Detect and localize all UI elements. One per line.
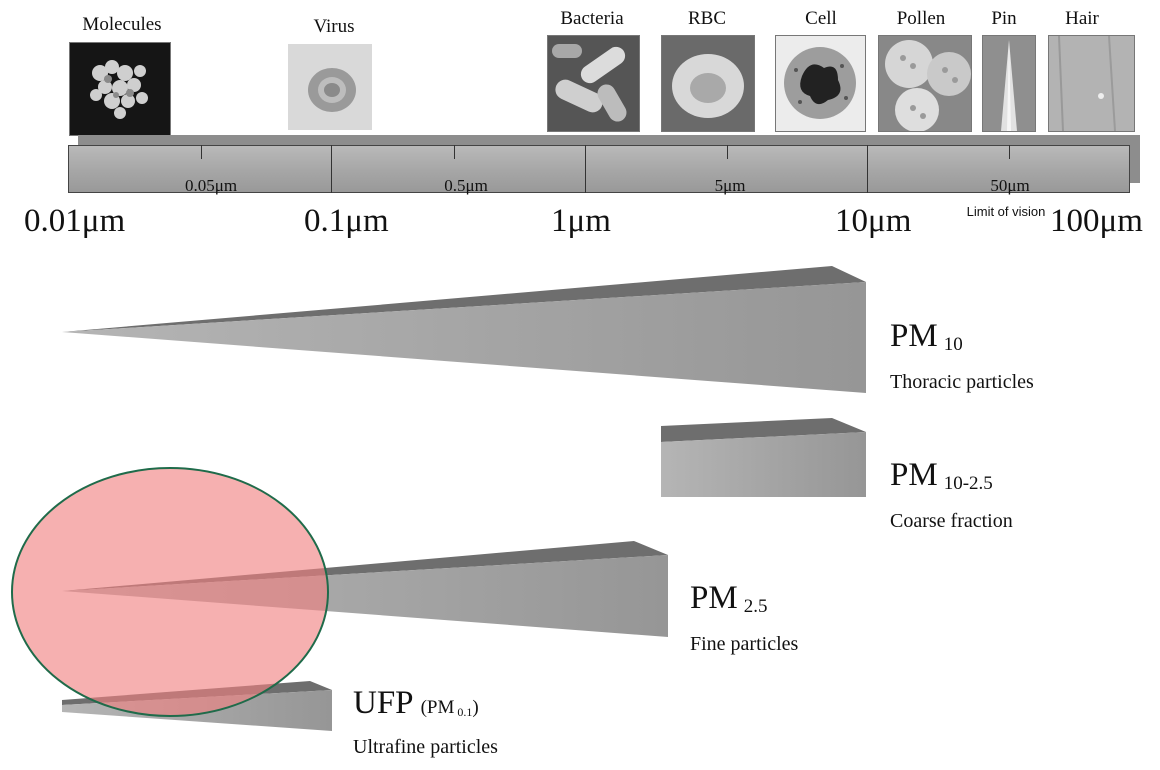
major-label-10: 10μm: [835, 203, 912, 239]
cell-icon: [775, 35, 866, 132]
minor-label-50: 50μm: [990, 176, 1030, 195]
label-rbc: RBC: [687, 8, 727, 29]
hair-icon: [1048, 35, 1135, 132]
minor-label-0.5: 0.5μm: [444, 176, 488, 195]
pm2.5-wedge-front: [62, 555, 668, 637]
ufp-description: Ultrafine particles: [353, 736, 498, 758]
red-blood-cell-icon: [661, 35, 755, 132]
major-label-0.01: 0.01μm: [24, 203, 126, 239]
label-hair: Hair: [1065, 8, 1099, 29]
pm10-subscript: 10: [943, 334, 963, 355]
highlight-ellipse: [11, 467, 329, 717]
pm10-2.5-subscript: 10-2.5: [943, 473, 993, 494]
minor-label-5: 5μm: [714, 176, 746, 195]
pin-icon: [982, 35, 1036, 132]
minor-tick-50: [1009, 145, 1010, 159]
pm10-2.5-wedge-front: [661, 432, 866, 497]
pollen-icon: [878, 35, 972, 132]
label-cell: Cell: [805, 8, 837, 29]
minor-tick-0.5: [454, 145, 455, 159]
pm10-description: Thoracic particles: [890, 371, 1034, 393]
minor-tick-0.05: [201, 145, 202, 159]
ufp-paren-subscript: 0.1: [457, 705, 473, 719]
ufp-name: UFP: [353, 685, 413, 721]
molecule-cluster-icon: [69, 42, 171, 136]
pm2.5-description: Fine particles: [690, 633, 799, 655]
major-tick-10: [867, 145, 868, 193]
label-virus: Virus: [313, 16, 355, 37]
minor-label-0.05: 0.05μm: [184, 176, 238, 195]
ufp-paren-close: ): [472, 697, 479, 718]
major-label-1: 1μm: [551, 203, 611, 239]
label-bacteria: Bacteria: [560, 8, 624, 29]
major-label-0.1: 0.1μm: [304, 203, 389, 239]
minor-tick-5: [727, 145, 728, 159]
virus-icon: [288, 44, 372, 130]
label-pin: Pin: [991, 8, 1017, 29]
pm10-2.5-description: Coarse fraction: [890, 510, 1013, 532]
pm10-2.5-wedge-top: [661, 418, 866, 442]
major-tick-0.1: [331, 145, 332, 193]
pm2.5-name: PM: [690, 580, 738, 616]
label-pollen: Pollen: [896, 8, 946, 29]
ufp-paren-name: (PM: [420, 697, 455, 718]
pm2.5-subscript: 2.5: [743, 596, 768, 617]
label-molecules: Molecules: [82, 14, 162, 35]
limit-of-vision-label: Limit of vision: [966, 204, 1046, 219]
major-label-100: 100μm: [1050, 203, 1143, 239]
pm10-name: PM: [890, 318, 938, 354]
pm10-2.5-name: PM: [890, 457, 938, 493]
bacteria-icon: [547, 35, 640, 132]
scale-bar: [68, 145, 1130, 193]
major-tick-1: [585, 145, 586, 193]
pm10-wedge-front: [62, 282, 866, 393]
pm10-wedge-top: [62, 266, 866, 332]
